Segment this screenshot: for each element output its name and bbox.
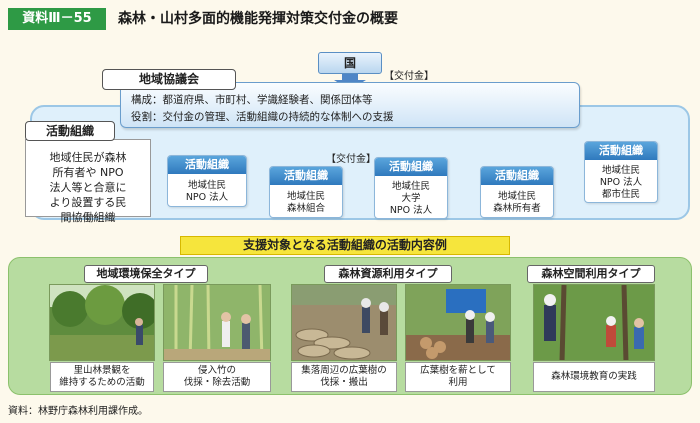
caption-broadleaf: 集落周辺の広葉樹の 伐採・搬出 <box>291 362 397 392</box>
caption-line: 伐採・搬出 <box>320 377 368 388</box>
org-heading: 活動組織 <box>375 158 447 176</box>
org-line: 森林組合 <box>286 203 325 214</box>
org-heading: 活動組織 <box>270 167 342 185</box>
org-line: 地域住民 <box>286 191 325 202</box>
caption-firewood: 広葉樹を薪として 利用 <box>405 362 511 392</box>
org-heading: 活動組織 <box>585 142 657 160</box>
org-line: 地域住民 <box>391 181 430 192</box>
category-space: 森林空間利用タイプ <box>527 265 655 283</box>
org-heading: 活動組織 <box>168 156 246 174</box>
org-box-2: 活動組織 地域住民 森林組合 <box>269 166 343 218</box>
desc-line: 所有者や NPO <box>52 166 124 179</box>
council-composition: 構成：都道府県、市町村、学識経験者、関係団体等 <box>131 94 373 106</box>
org-line: 都市住民 <box>601 189 640 200</box>
org-box-5: 活動組織 地域住民 NPO 法人 都市住民 <box>584 141 658 203</box>
support-title: 支援対象となる活動組織の活動内容例 <box>180 236 510 255</box>
grant-label-top: 【交付金】 <box>384 71 434 82</box>
caption-line: 利用 <box>448 377 468 388</box>
photo-broadleaf <box>291 284 397 361</box>
org-box-4: 活動組織 地域住民 森林所有者 <box>480 166 554 218</box>
activity-group-heading: 活動組織 <box>25 121 115 141</box>
org-box-1: 活動組織 地域住民 NPO 法人 <box>167 155 247 207</box>
government-box: 国 <box>318 52 382 74</box>
caption-line: 里山林景観を <box>73 365 131 376</box>
desc-line: 地域住民が森林 <box>49 151 127 164</box>
caption-line: 維持するための活動 <box>59 377 145 388</box>
photo-bamboo <box>163 284 271 361</box>
council-role: 役割：交付金の管理、活動組織の持続的な体制への支援 <box>131 111 394 123</box>
figure-tag: 資料Ⅲ－55 <box>8 8 106 30</box>
desc-line: 法人等と合意に <box>49 181 127 194</box>
category-environment: 地域環境保全タイプ <box>84 265 208 283</box>
caption-line: 森林環境教育の実践 <box>551 371 637 382</box>
photo-education <box>533 284 655 361</box>
council-heading: 地域協議会 <box>102 69 236 90</box>
org-heading: 活動組織 <box>481 167 553 185</box>
org-line: NPO 法人 <box>389 205 433 216</box>
caption-education: 森林環境教育の実践 <box>533 362 655 392</box>
activity-group-description: 地域住民が森林 所有者や NPO 法人等と合意に より設置する民 間協働組織 <box>25 139 151 224</box>
org-line: 大学 <box>401 193 421 204</box>
org-line: 地域住民 <box>601 165 640 176</box>
org-line: 森林所有者 <box>493 203 541 214</box>
photo-firewood <box>405 284 511 361</box>
org-line: NPO 法人 <box>185 192 229 203</box>
desc-line: より設置する民 <box>49 196 127 209</box>
figure-title: 森林・山村多面的機能発揮対策交付金の概要 <box>118 11 398 27</box>
source-note: 資料：林野庁森林利用課作成。 <box>8 406 148 417</box>
caption-satoyama: 里山林景観を 維持するための活動 <box>50 362 154 392</box>
caption-line: 伐採・除去活動 <box>183 377 251 388</box>
caption-line: 集落周辺の広葉樹の <box>301 365 387 376</box>
org-box-3: 活動組織 地域住民 大学 NPO 法人 <box>374 157 448 219</box>
photo-satoyama <box>49 284 155 361</box>
org-line: 地域住民 <box>497 191 536 202</box>
org-line: 地域住民 <box>187 180 226 191</box>
caption-line: 広葉樹を薪として <box>420 365 496 376</box>
org-line: NPO 法人 <box>599 177 643 188</box>
category-resource: 森林資源利用タイプ <box>324 265 452 283</box>
grant-label-middle: 【交付金】 <box>326 154 376 165</box>
caption-bamboo: 侵入竹の 伐採・除去活動 <box>163 362 271 392</box>
desc-line: 間協働組織 <box>60 211 116 224</box>
caption-line: 侵入竹の <box>197 365 236 376</box>
